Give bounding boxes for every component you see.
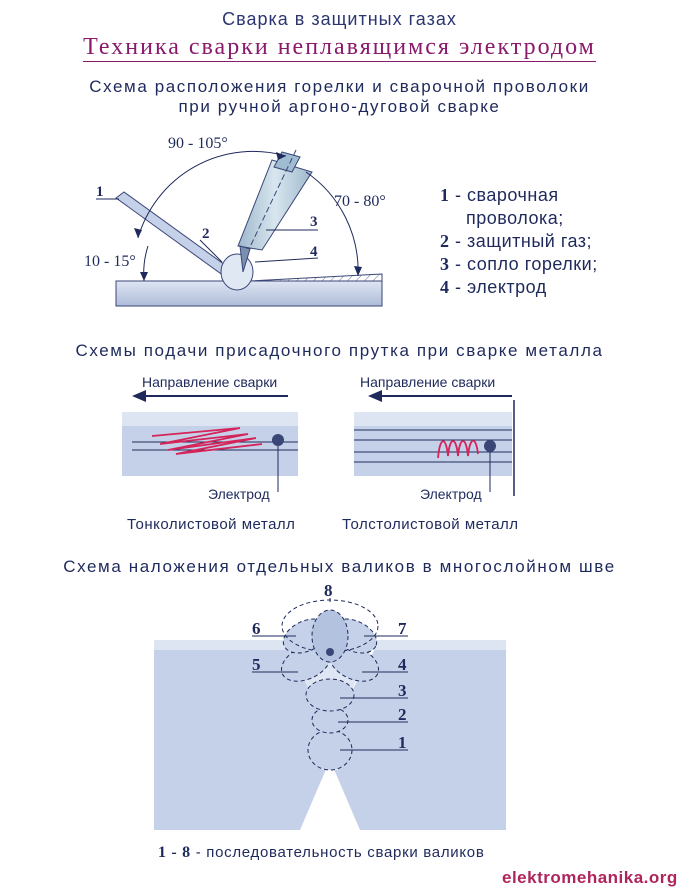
bead-sequence-note: 1 - 8 - последовательность сварки валико… [158, 844, 485, 862]
tungsten-electrode [239, 245, 251, 273]
weld-marker-1: 1 [398, 733, 407, 752]
direction-label-left: Направление сварки [142, 374, 278, 390]
bead-sequence-num: 1 - 8 [158, 844, 191, 861]
electrode-point [272, 434, 284, 446]
sheet-highlight [354, 412, 512, 426]
weld-marker-3: 3 [398, 681, 407, 700]
arrowhead [368, 390, 382, 402]
legend: 1 - сварочная проволока; 2 - защитный га… [440, 184, 598, 299]
section3-heading: Схема наложения отдельных валиков в мног… [63, 557, 616, 576]
weld-marker-7: 7 [398, 619, 407, 638]
weld-marker-6: 6 [252, 619, 261, 638]
page-title: Сварка в защитных газах [222, 9, 457, 29]
section1-heading-line1: Схема расположения горелки и сварочной п… [89, 77, 590, 96]
arrowhead [140, 272, 148, 281]
leader-4 [254, 257, 319, 263]
bead-sequence-text: - последовательность сварки валиков [195, 844, 485, 861]
right-plate [330, 640, 506, 830]
right-plate-bevel [372, 640, 506, 650]
angle-arc-top [137, 150, 287, 239]
legend-item-1: 1 - сварочная [440, 185, 559, 205]
weld-marker-8: 8 [324, 582, 333, 600]
arc-pool [220, 253, 254, 291]
torch-position-diagram: 90 - 105° 70 - 80° 10 - 15° 1 2 3 4 [84, 135, 386, 307]
weld-marker-4: 4 [398, 655, 407, 674]
marker-2: 2 [202, 226, 210, 242]
left-plate-bevel [154, 640, 288, 650]
angle-arc-right [305, 171, 359, 277]
arrowhead [354, 266, 362, 276]
caption-thick: Толстолистовой металл [342, 516, 519, 533]
legend-item-3: 3 - сопло горелки; [440, 254, 598, 274]
caption-thin: Тонколистовой металл [127, 516, 296, 533]
torch-nozzle [237, 159, 313, 251]
filler-zigzag [151, 427, 263, 455]
bead-3 [305, 678, 355, 712]
page-subtitle-text: Техника сварки неплавящимся электродом [83, 34, 596, 62]
electrode-label-right: Электрод [420, 486, 482, 502]
arrowhead [276, 152, 286, 160]
legend-item-1-cont: проволока; [466, 208, 564, 228]
site-watermark: elektromehanika.org [502, 868, 678, 887]
marker-3: 3 [310, 214, 318, 230]
marker-1: 1 [96, 184, 104, 200]
sheet-highlight [122, 412, 298, 426]
thick-sheet-diagram [354, 390, 515, 496]
electrode-point [484, 440, 496, 452]
arrowhead [134, 228, 142, 238]
bead-8-core [311, 609, 349, 663]
left-plate [154, 640, 330, 830]
thin-sheet-diagram [122, 390, 298, 492]
leader-2 [199, 239, 223, 263]
base-plate [115, 280, 383, 307]
section1-heading-line2: при ручной аргоно-дуговой сварке [178, 97, 501, 116]
arrowhead [132, 390, 146, 402]
electrode-label-left: Электрод [208, 486, 270, 502]
section2-heading: Схемы подачи присадочного прутка при сва… [75, 341, 604, 360]
filler-loops [437, 439, 479, 459]
legend-item-2: 2 - защитный газ; [440, 231, 593, 251]
weld-marker-5: 5 [252, 655, 261, 674]
angle-top-label: 90 - 105° [168, 135, 228, 152]
weld-hatch [249, 273, 383, 282]
direction-label-right: Направление сварки [360, 374, 496, 390]
bead-center [326, 648, 334, 656]
multilayer-weld-diagram: 8 6 7 5 4 3 2 1 [154, 582, 506, 830]
legend-item-4: 4 - электрод [440, 277, 547, 297]
page-subtitle: Техника сварки неплавящимся электродом [0, 34, 679, 62]
weld-marker-2: 2 [398, 705, 407, 724]
angle-right-label: 70 - 80° [334, 193, 386, 210]
angle-left-label: 10 - 15° [84, 253, 136, 270]
marker-4: 4 [310, 244, 318, 260]
